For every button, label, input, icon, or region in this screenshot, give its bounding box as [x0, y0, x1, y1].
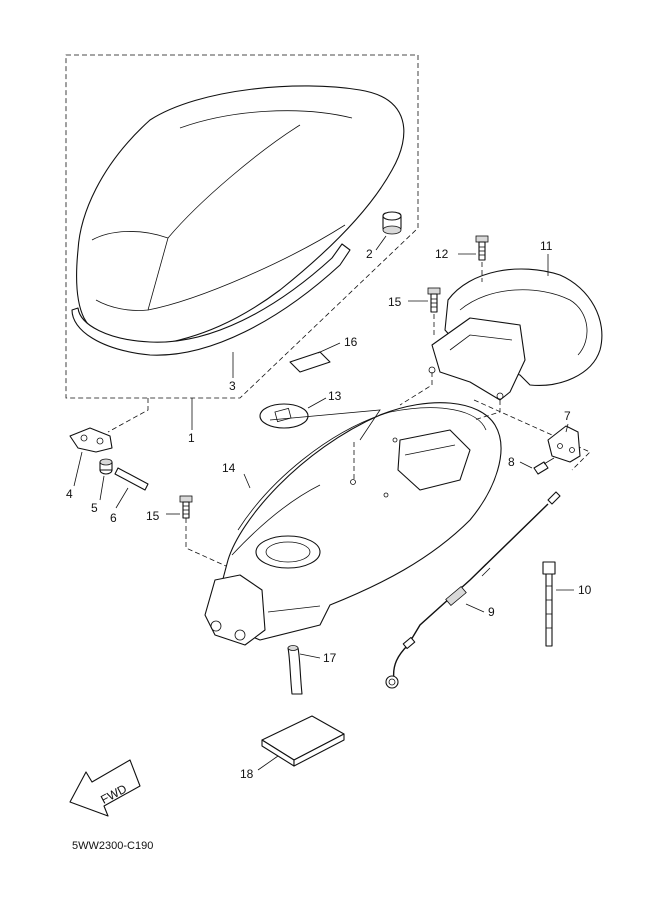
forward-direction-arrow: FWD	[69, 759, 141, 817]
callout-1: 1	[188, 431, 195, 445]
luggage-box-inner-well	[397, 429, 471, 491]
callout-6: 6	[110, 511, 117, 525]
bolt-bracket-part	[427, 287, 441, 313]
seat-hinge-bracket	[69, 427, 113, 453]
seat-body	[76, 85, 405, 347]
callout-12: 12	[435, 247, 449, 261]
hinge-parts-group	[69, 427, 149, 509]
callout-labels: 1 2 3 4 5 6 7 8 9 10 11 12 13 14 15 15 1…	[66, 239, 592, 781]
seat-lock-part	[547, 425, 581, 463]
seat-damper-part	[382, 211, 402, 235]
callout-2: 2	[366, 247, 373, 261]
hinge-collar-part	[99, 458, 113, 475]
cable-tie-part	[542, 561, 556, 647]
seat-assembly-group	[65, 54, 419, 433]
seat-assembly-outline	[65, 54, 419, 399]
luggage-box-floor-recess	[255, 535, 321, 569]
diagram-code: 5WW2300-C190	[72, 840, 153, 852]
lock-bolt-part	[533, 457, 555, 475]
luggage-box-part	[204, 402, 502, 646]
callout-15-box: 15	[146, 509, 160, 523]
callout-16: 16	[344, 335, 358, 349]
callout-13: 13	[328, 389, 342, 403]
hinge-pin-part	[114, 467, 149, 491]
pad-part	[261, 715, 345, 767]
rear-bracket-part	[399, 268, 603, 421]
bolt-left-part	[179, 495, 193, 519]
luggage-box-hinge-mount	[204, 574, 266, 646]
callout-15-bracket: 15	[388, 295, 402, 309]
callout-18: 18	[240, 767, 254, 781]
callout-4: 4	[66, 487, 73, 501]
callout-9: 9	[488, 605, 495, 619]
callout-14: 14	[222, 461, 236, 475]
seat-rear-line	[147, 224, 346, 311]
luggage-box-rim	[237, 407, 487, 531]
callout-3: 3	[229, 379, 236, 393]
seat-top-line	[179, 110, 353, 129]
callout-5: 5	[91, 501, 98, 515]
callout-17: 17	[323, 651, 337, 665]
seat-trim-band	[71, 243, 351, 356]
seat-lock-cable-part	[385, 491, 561, 689]
callout-11: 11	[540, 239, 553, 253]
caution-label-part	[289, 351, 331, 373]
callout-10: 10	[578, 583, 592, 597]
callout-8: 8	[508, 455, 515, 469]
callout-7: 7	[564, 409, 571, 423]
seat-center-line	[167, 124, 301, 239]
drain-hose-part	[287, 647, 303, 695]
bolt-upper-part	[475, 235, 489, 261]
emblem-label-part	[259, 403, 309, 429]
